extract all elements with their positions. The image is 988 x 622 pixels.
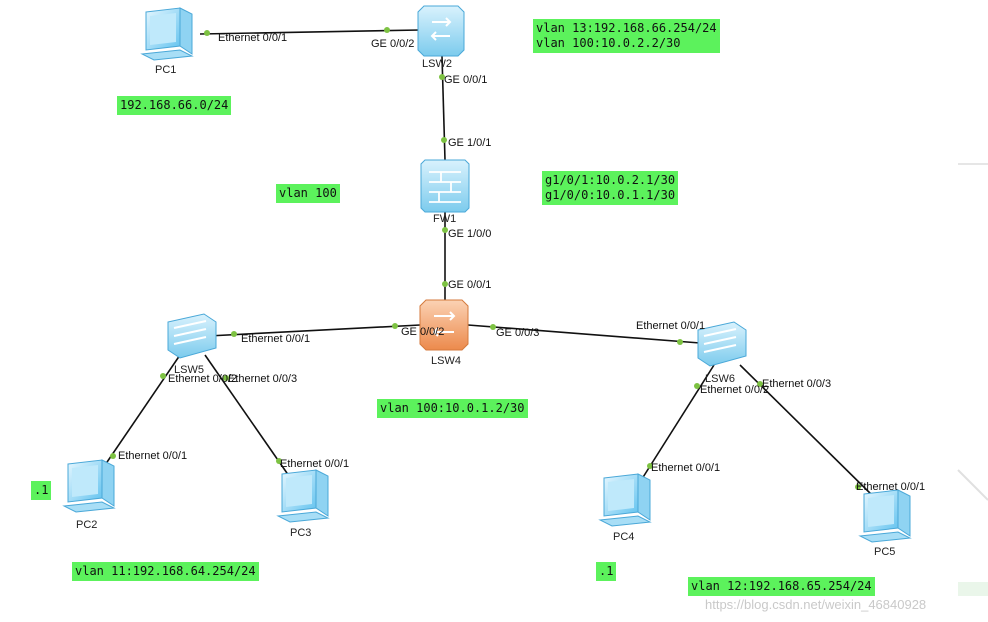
lsw5-switch-icon[interactable]: [167, 313, 217, 359]
port-dot: [442, 227, 448, 233]
vlan100-note: vlan 100: [276, 184, 340, 203]
pc3-label: PC3: [290, 527, 312, 539]
edge-artifact: [958, 163, 988, 165]
port-dot: [441, 137, 447, 143]
link-lsw6-pc4: [639, 364, 715, 483]
watermark-text: https://blog.csdn.net/weixin_46840928: [705, 597, 927, 612]
port-label: Ethernet 0/0/2: [700, 384, 770, 396]
lsw2-label: LSW2: [422, 58, 452, 70]
pc2-label: PC2: [76, 519, 98, 531]
pc2-icon[interactable]: [62, 459, 116, 513]
port-dot: [647, 463, 653, 469]
port-dot: [442, 281, 448, 287]
port-dot: [490, 324, 496, 330]
port-dot: [204, 30, 210, 36]
port-label: GE 1/0/1: [448, 137, 492, 149]
port-dot: [223, 375, 229, 381]
port-label: Ethernet 0/0/2: [168, 373, 238, 385]
port-dot: [160, 373, 166, 379]
port-label: GE 0/0/3: [496, 327, 540, 339]
link-lsw2-fw1: [441, 55, 446, 161]
vlan12-note: vlan 12:192.168.65.254/24: [688, 577, 875, 596]
pc4-host-note: .1: [596, 562, 617, 581]
port-label: Ethernet 0/0/1: [280, 458, 350, 470]
lsw2-vlan-note: vlan 13:192.168.66.254/24 vlan 100:10.0.…: [533, 19, 720, 53]
port-dot: [276, 458, 282, 464]
pc1-network-note: 192.168.66.0/24: [117, 96, 232, 115]
port-label: GE 0/0/1: [448, 279, 492, 291]
pc5-label: PC5: [874, 546, 896, 558]
port-label: Ethernet 0/0/1: [241, 333, 311, 345]
port-dot: [757, 381, 763, 387]
port-label: GE 0/0/1: [444, 74, 488, 86]
pc2-host-note: .1: [31, 481, 52, 500]
port-label: Ethernet 0/0/1: [651, 462, 721, 474]
lsw5-label: LSW5: [174, 364, 204, 376]
port-label: Ethernet 0/0/3: [762, 378, 832, 390]
vlan11-note: vlan 11:192.168.64.254/24: [72, 562, 259, 581]
port-label: Ethernet 0/0/1: [218, 32, 288, 44]
port-dot: [110, 453, 116, 459]
port-dot: [694, 383, 700, 389]
link-lsw5-pc2: [102, 354, 181, 469]
pc4-icon[interactable]: [598, 473, 652, 527]
edge-artifact-line: [957, 469, 988, 501]
fw1-firewall-icon[interactable]: [420, 159, 470, 213]
port-label: Ethernet 0/0/3: [228, 373, 298, 385]
port-label: GE 0/0/2: [371, 38, 415, 50]
port-dot: [855, 484, 861, 490]
port-label: Ethernet 0/0/1: [856, 481, 926, 493]
port-label: GE 0/0/2: [401, 326, 445, 338]
port-dot: [384, 27, 390, 33]
link-lsw5-lsw4: [207, 324, 421, 337]
link-pc1-lsw2: [199, 29, 421, 35]
lsw4-label: LSW4: [431, 355, 461, 367]
port-dot: [392, 323, 398, 329]
port-dot: [677, 339, 683, 345]
port-label: GE 1/0/0: [448, 228, 492, 240]
link-lsw5-pc3: [204, 354, 290, 477]
pc5-icon[interactable]: [858, 489, 912, 543]
port-label: Ethernet 0/0/1: [636, 320, 706, 332]
edge-artifact: [958, 582, 988, 596]
lsw6-label: LSW6: [705, 373, 735, 385]
pc3-icon[interactable]: [276, 469, 330, 523]
lsw4-core-switch-icon[interactable]: [419, 299, 469, 351]
port-label: Ethernet 0/0/1: [118, 450, 188, 462]
fw1-ip-note: g1/0/1:10.0.2.1/30 g1/0/0:10.0.1.1/30: [542, 171, 679, 205]
fw1-label: FW1: [433, 213, 457, 225]
pc1-icon[interactable]: [140, 7, 194, 61]
lsw2-switch-icon[interactable]: [417, 5, 465, 57]
link-lsw6-pc5: [739, 364, 876, 499]
port-dot: [231, 331, 237, 337]
lsw6-switch-icon[interactable]: [697, 321, 747, 367]
pc1-label: PC1: [155, 64, 177, 76]
link-lsw4-lsw6: [467, 324, 701, 344]
lsw4-vlan-note: vlan 100:10.0.1.2/30: [377, 399, 528, 418]
pc4-label: PC4: [613, 531, 635, 543]
port-dot: [439, 74, 445, 80]
